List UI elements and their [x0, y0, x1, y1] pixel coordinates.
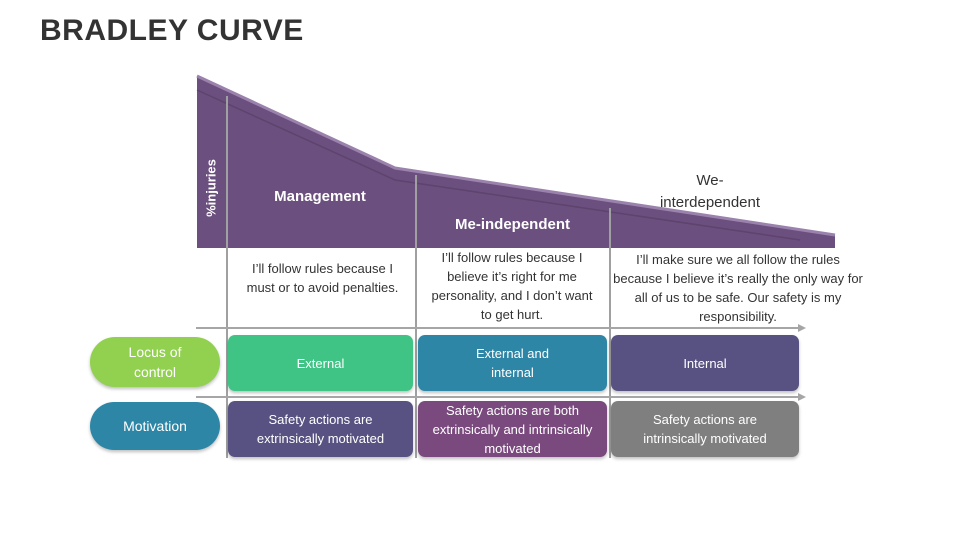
- locus-cell-management: External: [228, 335, 413, 391]
- arrowhead-right-icon: [798, 393, 806, 401]
- curve-shadow-line: [196, 89, 801, 241]
- locus-cell-we-interdependent: Internal: [611, 335, 799, 391]
- divider-line-2: [415, 175, 417, 458]
- motivation-cell-me-independent: Safety actions are both extrinsically an…: [418, 401, 607, 457]
- curve-shape: [197, 76, 835, 248]
- stage-quote-management: I’ll follow rules because I must or to a…: [246, 261, 399, 295]
- divider-line-3: [609, 208, 611, 458]
- y-axis-label: %injuries: [203, 159, 219, 217]
- divider-line-1: [226, 96, 228, 458]
- arrowhead-right-icon: [798, 324, 806, 332]
- page-title: BRADLEY CURVE: [40, 14, 304, 47]
- row-divider-arrow-1: [196, 327, 798, 329]
- stage-quote-me-independent: I’ll follow rules because I believe it’s…: [431, 250, 593, 322]
- stage-quote-we-interdependent: I’ll make sure we all follow the rules b…: [613, 252, 863, 324]
- row-label-motivation: Motivation: [90, 402, 220, 450]
- stage-label-we-interdependent: We- interdependent: [659, 172, 761, 211]
- curve-top-highlight: [196, 74, 836, 237]
- motivation-cell-we-interdependent: Safety actions are intrinsically motivat…: [611, 401, 799, 457]
- row-label-locus-of-control: Locus of control: [90, 337, 220, 387]
- row-divider-arrow-2: [196, 396, 798, 398]
- locus-cell-me-independent: External and internal: [418, 335, 607, 391]
- stage-label-me-independent: Me-independent: [455, 216, 570, 233]
- stage-label-management: Management: [274, 188, 366, 205]
- motivation-cell-management: Safety actions are extrinsically motivat…: [228, 401, 413, 457]
